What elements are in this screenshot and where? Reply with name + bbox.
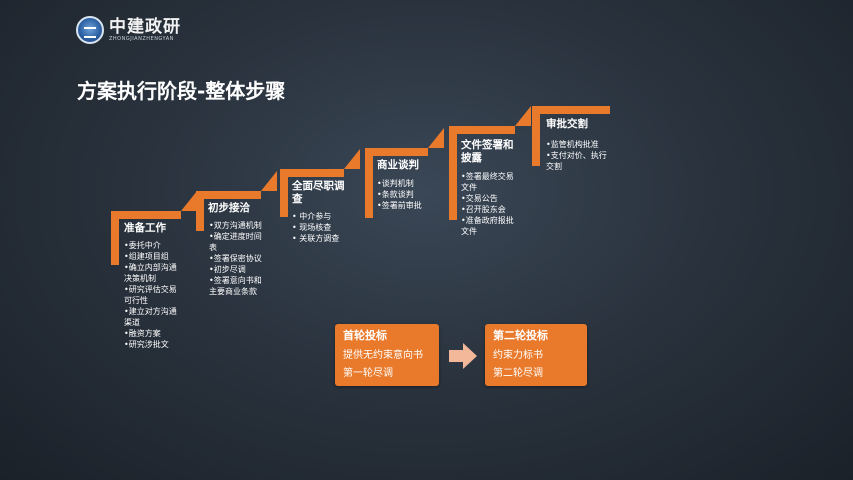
step-1-item: •建立对方沟通渠道	[124, 307, 177, 327]
second-round-bid-box: 第二轮投标 约束力标书 第二轮尽调	[485, 324, 587, 386]
step-4-top-bar	[365, 148, 428, 156]
step-1-item: •融资方案	[124, 329, 161, 338]
step-1-item: •研究评估交易可行性	[124, 285, 177, 305]
step-5-item: •准备政府报批文件	[461, 216, 514, 236]
company-logo: 中建政研 ZHONGJIANZHENGYAN	[76, 16, 181, 44]
step-2-items: •双方沟通机制 •确定进度时间表 •签署保密协议 •初步尽调 •签署意向书和主要…	[209, 220, 269, 297]
step-5-top-bar	[449, 126, 515, 134]
step-3-title: 全面尽职调查	[292, 180, 345, 205]
step-1-item: •确立内部沟通决策机制	[124, 263, 177, 283]
step-3-items: • 中介参与 • 现场核查 • 关联方调查	[292, 211, 362, 244]
step-4-side-bar	[365, 148, 373, 218]
logo-english-name: ZHONGJIANZHENGYAN	[109, 36, 174, 42]
second-round-line: 第二轮尽调	[493, 368, 543, 379]
step-5-corner	[515, 106, 531, 126]
step-4-item: •条款谈判	[377, 190, 414, 199]
zjzy-logo-icon	[76, 16, 104, 44]
step-2-item: •初步尽调	[209, 265, 246, 274]
step-2-item: •双方沟通机制	[209, 221, 262, 230]
step-1-top-bar	[111, 211, 181, 219]
right-arrow-icon	[449, 343, 477, 369]
step-3-item: • 中介参与	[292, 212, 332, 221]
step-1-item: •组建项目组	[124, 252, 169, 261]
step-6-title: 审批交割	[546, 118, 588, 130]
step-5-items: •签署最终交易文件 •交易公告 •召开股东会 •准备政府报批文件	[461, 171, 521, 237]
step-2-item: •确定进度时间表	[209, 232, 262, 252]
logo-text: 中建政研 ZHONGJIANZHENGYAN	[109, 18, 181, 42]
step-5-item: •召开股东会	[461, 205, 506, 214]
step-5-side-bar	[449, 126, 457, 220]
second-round-line: 约束力标书	[493, 350, 543, 361]
first-round-title: 首轮投标	[343, 329, 387, 342]
step-5-item: •交易公告	[461, 194, 498, 203]
step-1-corner	[181, 191, 197, 211]
step-4-corner	[428, 128, 444, 148]
step-5-title: 文件签署和披露	[461, 139, 514, 164]
step-2-top-bar	[196, 191, 261, 199]
step-3-item: • 关联方调查	[292, 234, 340, 243]
step-1-item: •委托中介	[124, 241, 161, 250]
step-2-item: •签署保密协议	[209, 254, 262, 263]
step-6-top-bar	[532, 106, 610, 114]
step-3-item: • 现场核查	[292, 223, 332, 232]
step-3-corner	[344, 149, 360, 169]
step-4-title: 商业谈判	[377, 159, 419, 171]
page-title: 方案执行阶段-整体步骤	[77, 79, 286, 103]
first-round-line: 第一轮尽调	[343, 368, 393, 379]
first-round-bid-box: 首轮投标 提供无约束意向书 第一轮尽调	[335, 324, 439, 386]
step-1-side-bar	[111, 211, 119, 265]
step-6-item: •监管机构批准	[546, 140, 599, 149]
step-4-item: •谈判机制	[377, 179, 414, 188]
step-3-top-bar	[280, 169, 344, 177]
step-2-side-bar	[196, 191, 204, 231]
logo-chinese-name: 中建政研	[109, 17, 181, 37]
step-1-items: •委托中介 •组建项目组 •确立内部沟通决策机制 •研究评估交易可行性 •建立对…	[124, 240, 184, 350]
step-5-item: •签署最终交易文件	[461, 172, 514, 192]
step-4-item: •签署前审批	[377, 201, 422, 210]
step-6-items: •监管机构批准 •支付对价、执行交割	[546, 139, 608, 172]
step-2-title: 初步接洽	[208, 202, 250, 214]
step-1-item: •研究涉批文	[124, 340, 169, 349]
step-6-item: •支付对价、执行交割	[546, 151, 607, 171]
first-round-line: 提供无约束意向书	[343, 350, 423, 361]
step-2-item: •签署意向书和主要商业条款	[209, 276, 262, 296]
step-4-items: •谈判机制 •条款谈判 •签署前审批	[377, 178, 442, 211]
step-1-title: 准备工作	[124, 222, 166, 234]
step-3-side-bar	[280, 169, 288, 217]
second-round-title: 第二轮投标	[493, 329, 548, 342]
step-2-corner	[261, 171, 277, 191]
step-6-side-bar	[532, 106, 540, 166]
